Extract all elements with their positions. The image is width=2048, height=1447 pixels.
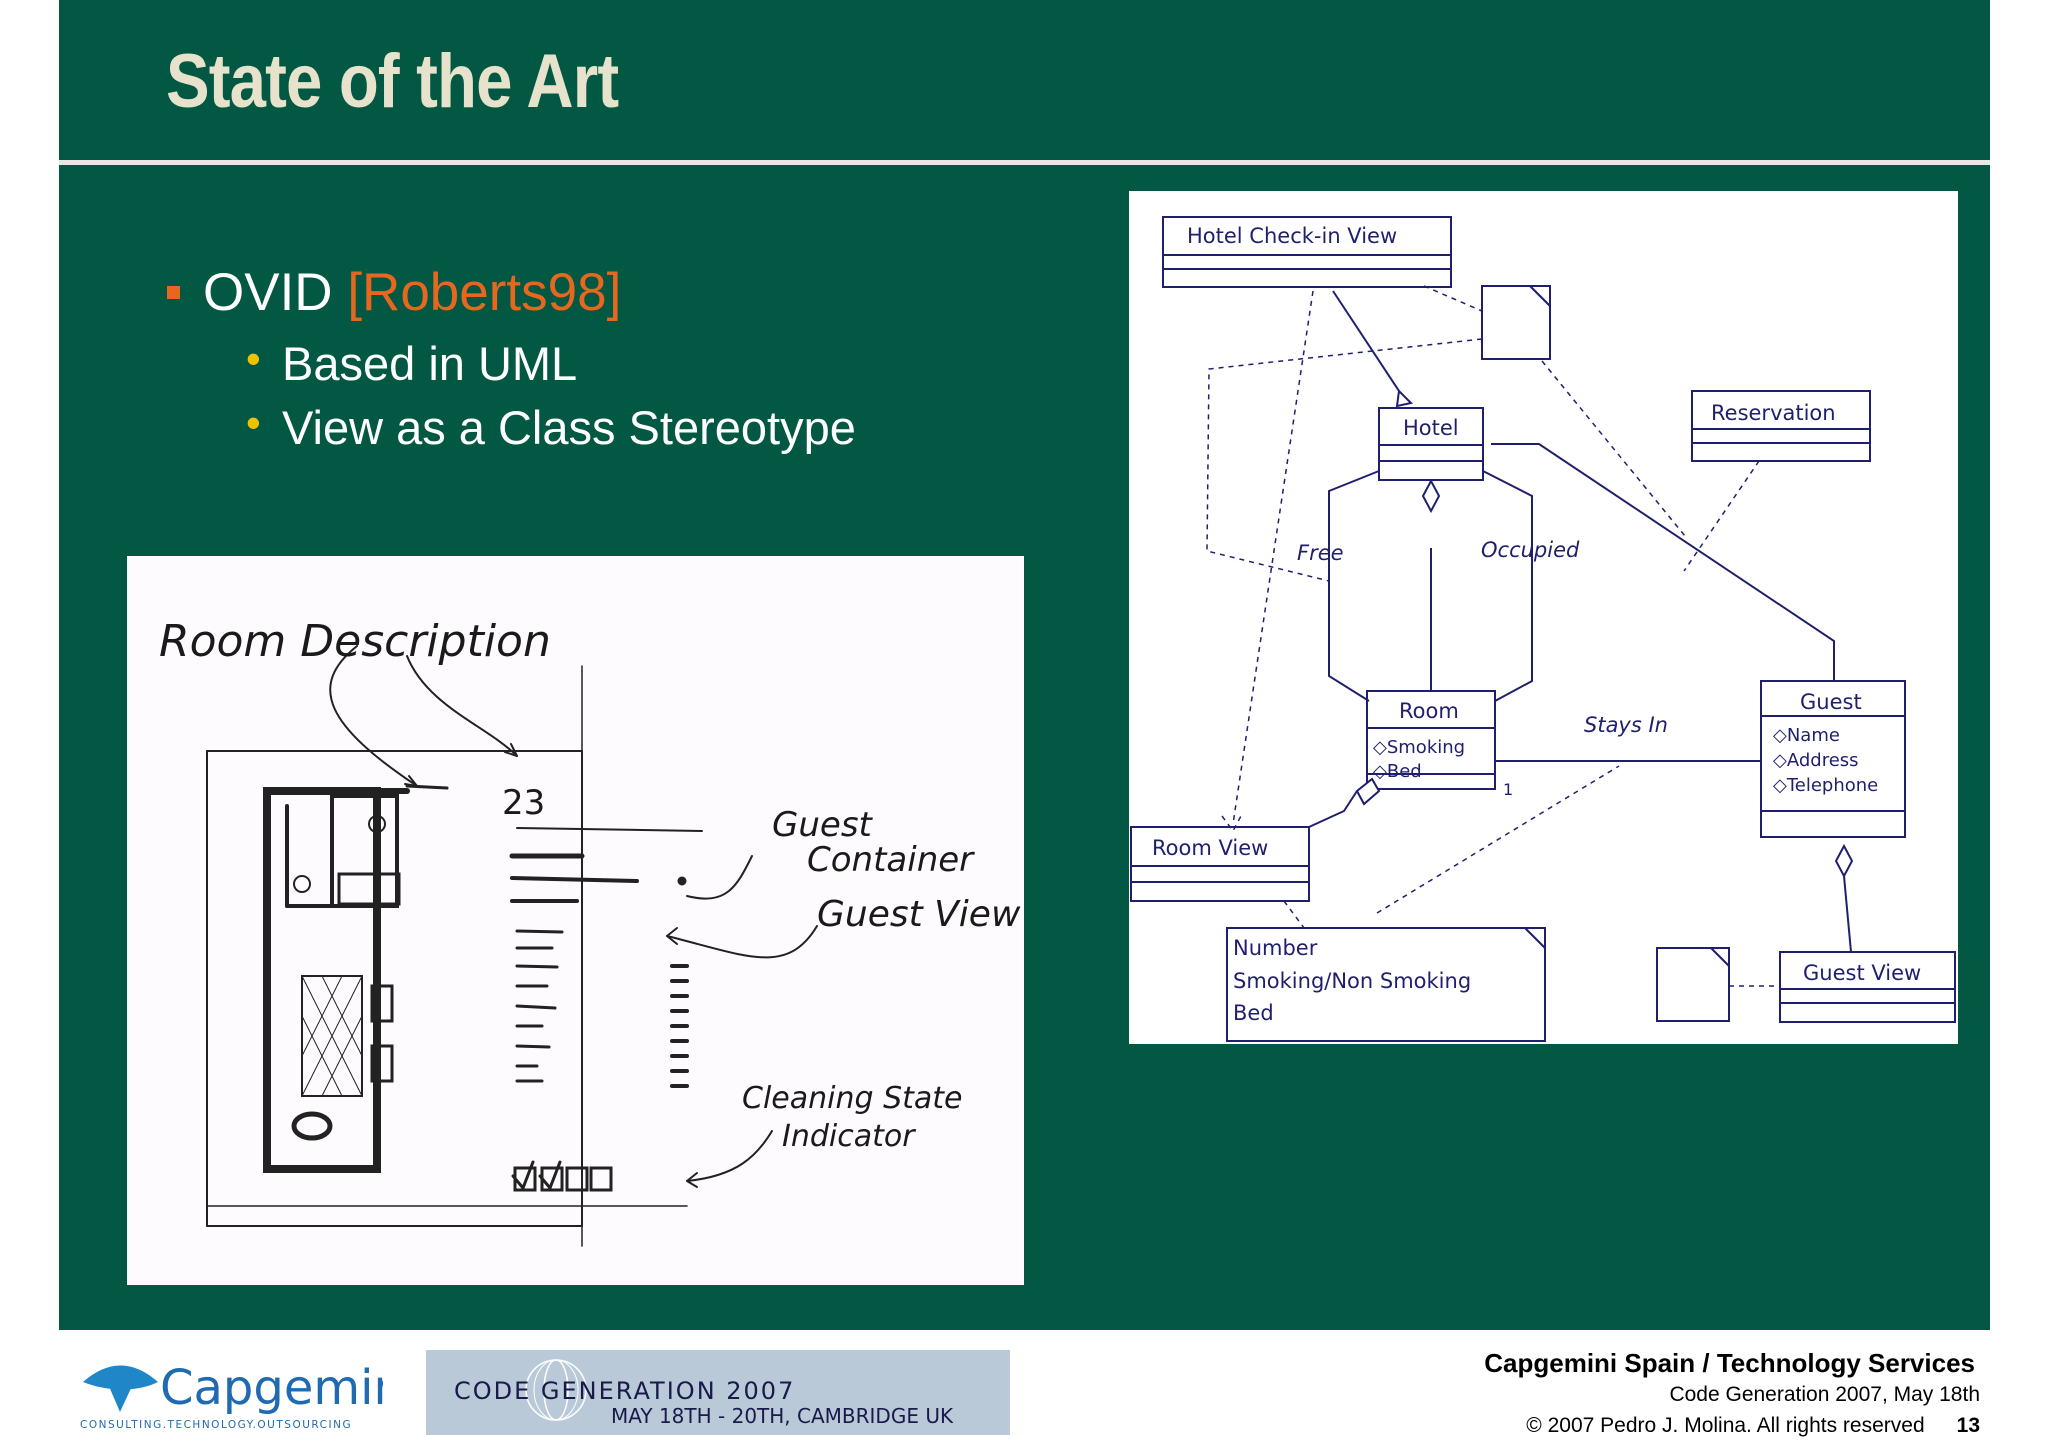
- uml-guest-attr: ◇Telephone: [1773, 775, 1878, 796]
- sketch-indicator: Indicator: [782, 1119, 916, 1154]
- uml-hotel: Hotel: [1403, 416, 1459, 440]
- sketch-guest-label: Guest: [772, 805, 874, 845]
- banner-dates: MAY 18TH - 20TH, CAMBRIDGE UK: [611, 1404, 954, 1428]
- uml-note-line: Smoking/Non Smoking: [1233, 969, 1471, 993]
- uml-note-line: Number: [1233, 936, 1318, 960]
- uml-guest-attr: ◇Address: [1773, 750, 1859, 771]
- uml-guest-view: Guest View: [1803, 961, 1921, 985]
- uml-stays-in-label: Stays In: [1584, 713, 1668, 737]
- dot-bullet-icon: •: [246, 335, 261, 382]
- uml-note-line: Bed: [1233, 1001, 1274, 1025]
- sketch-container-label: Container: [807, 840, 975, 880]
- uml-occupied-label: Occupied: [1481, 538, 1580, 562]
- sketch-room-description: Room Description: [159, 616, 551, 667]
- subbullet-text: View as a Class Stereotype: [282, 401, 856, 454]
- uml-free-label: Free: [1297, 541, 1344, 565]
- uml-diagram-image: Hotel Check-in View Hotel Reservation Fr…: [1129, 191, 1958, 1044]
- code-generation-banner: CODE GENERATION 2007 MAY 18TH - 20TH, CA…: [426, 1350, 1010, 1435]
- uml-reservation: Reservation: [1711, 401, 1836, 425]
- logo-tagline: CONSULTING.TECHNOLOGY.OUTSOURCING: [80, 1419, 352, 1431]
- capgemini-logo: Capgemini CONSULTING.TECHNOLOGY.OUTSOURC…: [80, 1360, 383, 1431]
- sketch-room-number: 23: [502, 783, 545, 823]
- sketch-cleaning-state: Cleaning State: [742, 1081, 962, 1116]
- uml-guest: Guest: [1800, 690, 1862, 714]
- uml-hotel-checkin-view: Hotel Check-in View: [1187, 224, 1397, 248]
- banner-title: CODE GENERATION 2007: [454, 1377, 795, 1405]
- uml-multiplicity: 1: [1503, 780, 1513, 799]
- page-number: 13: [1956, 1414, 1980, 1437]
- uml-room-attr: ◇Bed: [1373, 761, 1422, 782]
- slide-title: State of the Art: [166, 39, 619, 124]
- bullet-reference: [Roberts98]: [347, 263, 622, 322]
- square-bullet-icon: [167, 286, 180, 299]
- room-sketch-image: Room Description 23 Guest Container Gues…: [127, 556, 1024, 1285]
- uml-room-view: Room View: [1152, 836, 1268, 860]
- spade-logo-icon: [83, 1365, 158, 1390]
- footer-organization: Capgemini Spain / Technology Services: [1484, 1348, 1975, 1378]
- sketch-guest-view: Guest View: [817, 894, 1021, 935]
- uml-room-attr: ◇Smoking: [1373, 737, 1465, 758]
- footer-copyright: © 2007 Pedro J. Molina. All rights reser…: [1526, 1414, 1925, 1437]
- logo-wordmark: Capgemini: [160, 1360, 383, 1416]
- title-divider: [59, 160, 1990, 165]
- subbullet-text: Based in UML: [282, 337, 578, 390]
- footer-event: Code Generation 2007, May 18th: [1669, 1383, 1980, 1406]
- dot-bullet-icon: •: [246, 399, 261, 446]
- uml-room: Room: [1399, 699, 1459, 723]
- uml-guest-attr: ◇Name: [1773, 725, 1840, 746]
- footer-copyright-line: © 2007 Pedro J. Molina. All rights reser…: [1526, 1414, 1980, 1438]
- bullet-text: OVID: [203, 263, 348, 322]
